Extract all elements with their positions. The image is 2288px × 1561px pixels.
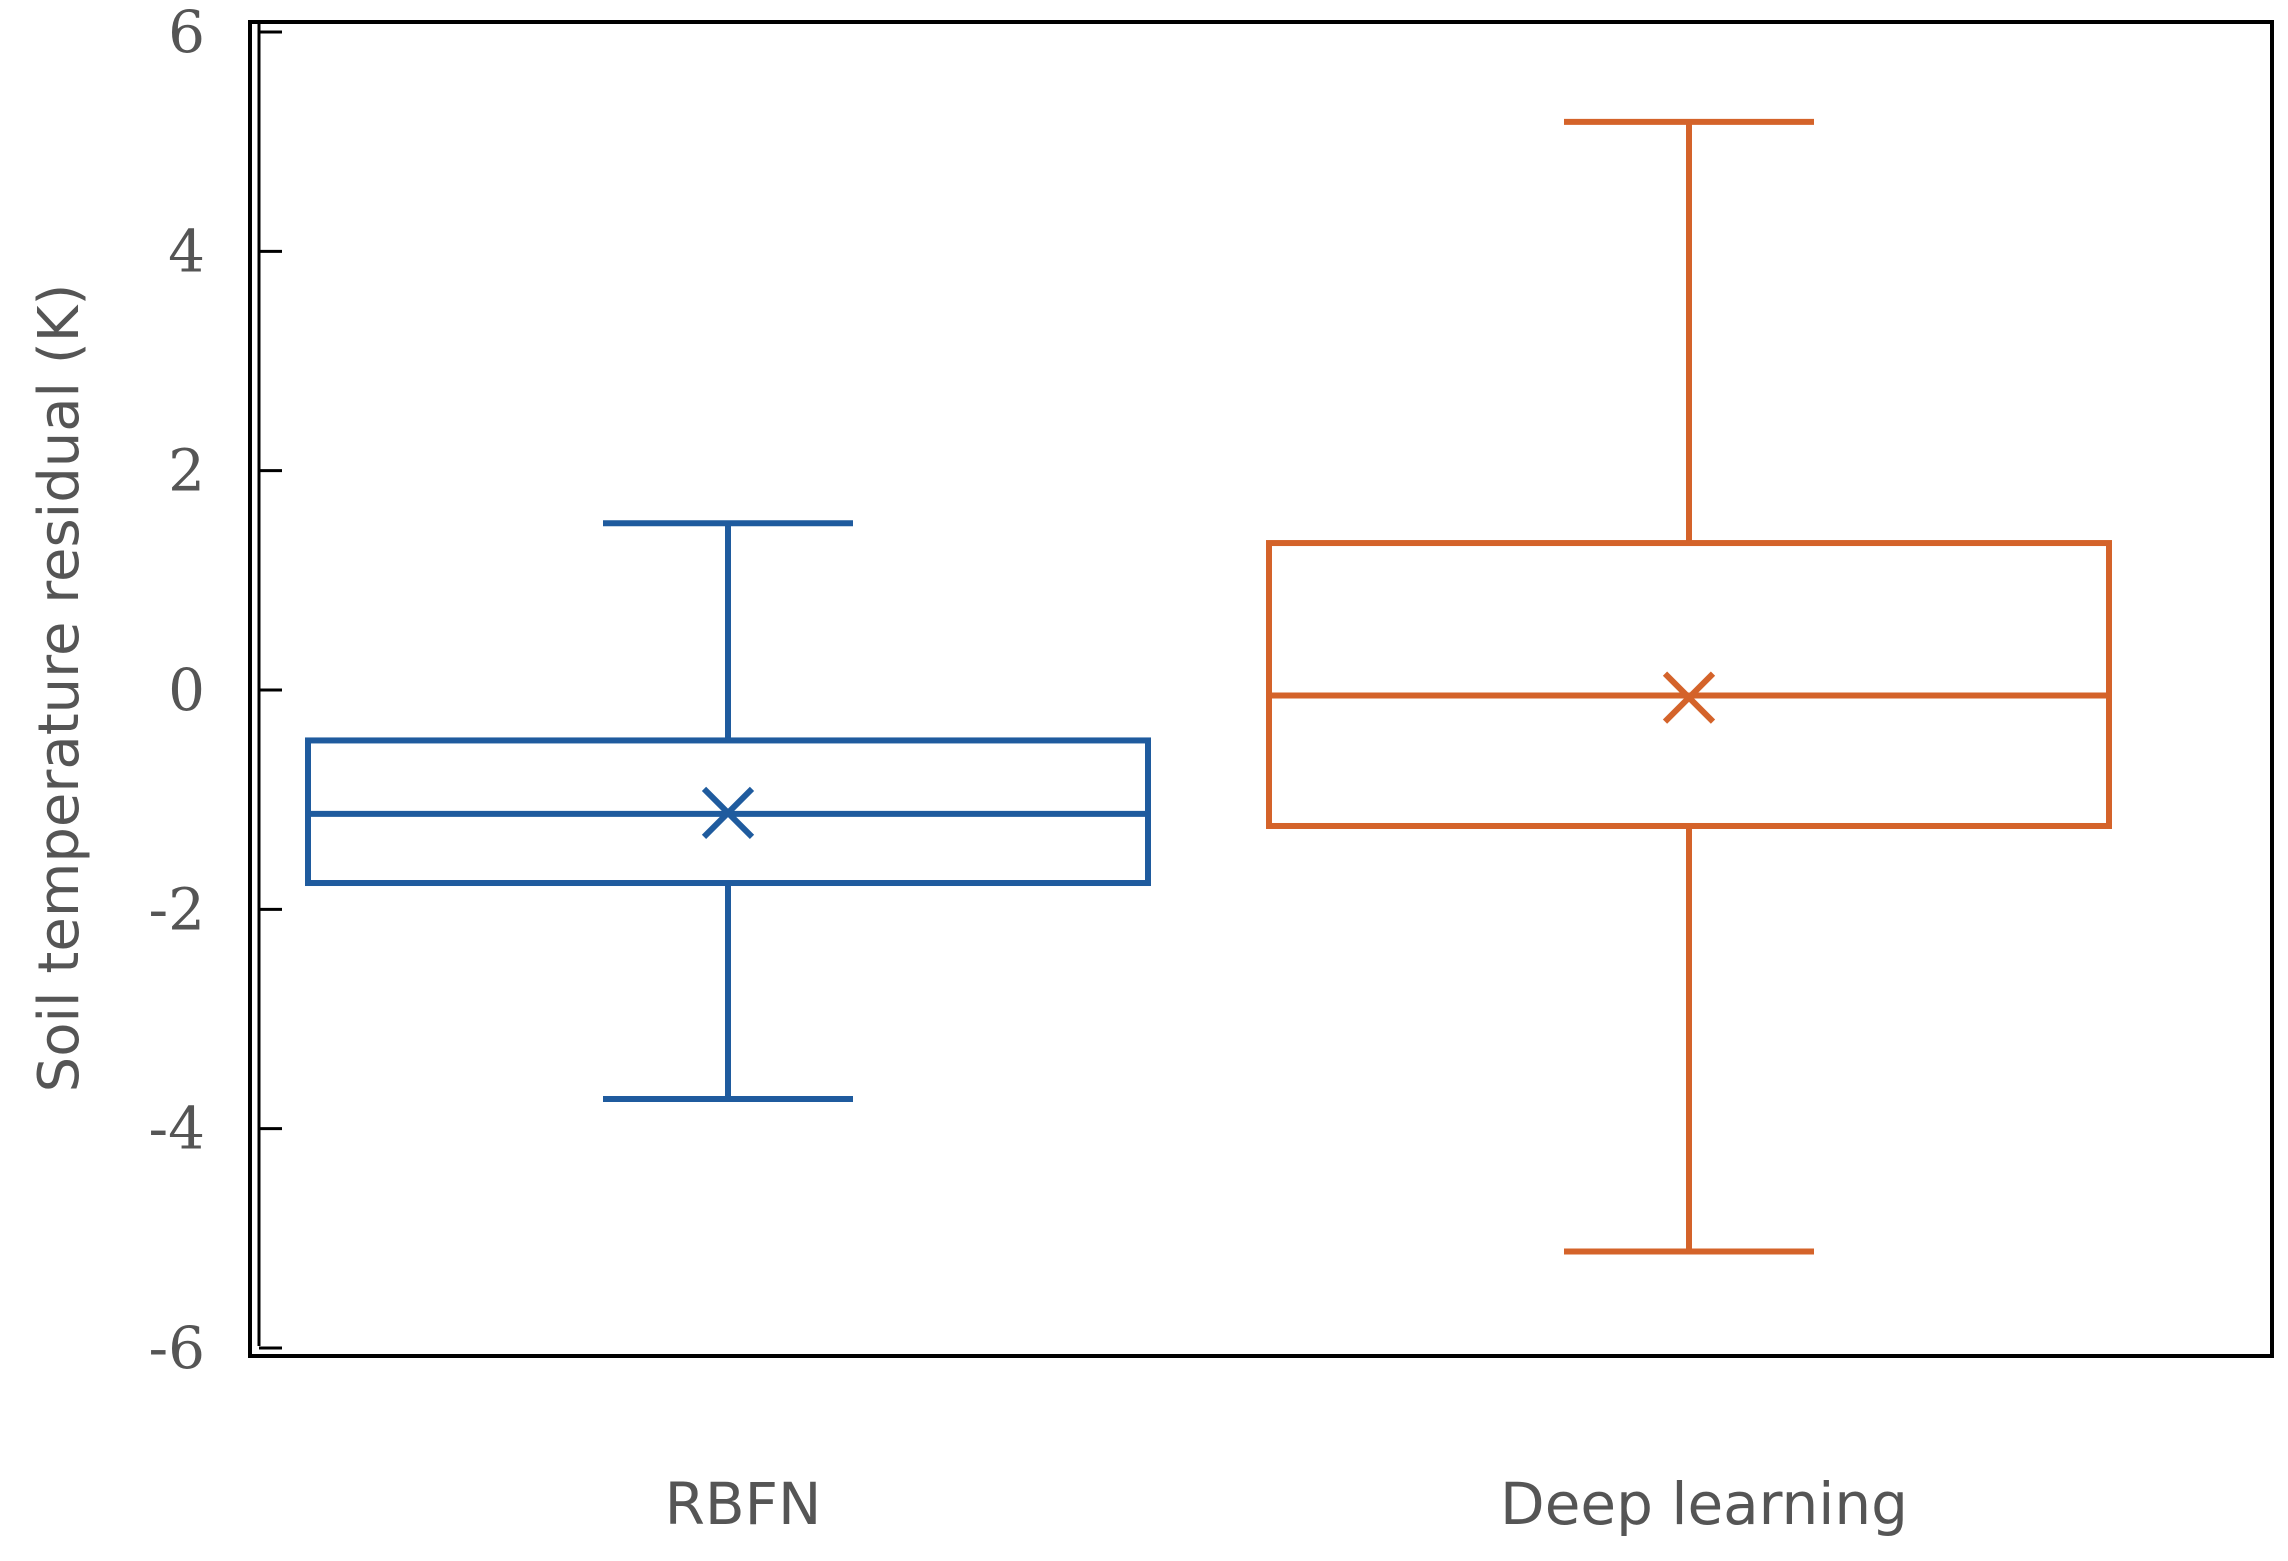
mean-marker — [1662, 671, 1716, 724]
boxes-group — [305, 118, 2112, 1255]
y-tick-label: -2 — [149, 875, 206, 943]
box-deep-learning — [1266, 118, 2112, 1255]
mean-marker — [701, 786, 755, 839]
x-axis: RBFN Deep learning — [665, 1470, 1908, 1538]
x-category-label: Deep learning — [1500, 1470, 1908, 1538]
y-tick-label: 0 — [168, 656, 205, 724]
y-tick-label: 4 — [168, 217, 205, 285]
y-tick-label: -6 — [149, 1314, 206, 1382]
y-tick-label: 6 — [168, 0, 205, 66]
y-tick-label: 2 — [168, 437, 205, 505]
box-rbfn — [305, 520, 1151, 1103]
y-axis: 6 4 2 0 -2 -4 -6 — [149, 0, 282, 1382]
x-category-label: RBFN — [665, 1470, 822, 1538]
y-axis-title: Soil temperature residual (K) — [27, 284, 92, 1093]
iqr-box — [1266, 540, 2112, 829]
y-tick-label: -4 — [149, 1095, 206, 1163]
plot-frame — [248, 20, 2274, 1358]
